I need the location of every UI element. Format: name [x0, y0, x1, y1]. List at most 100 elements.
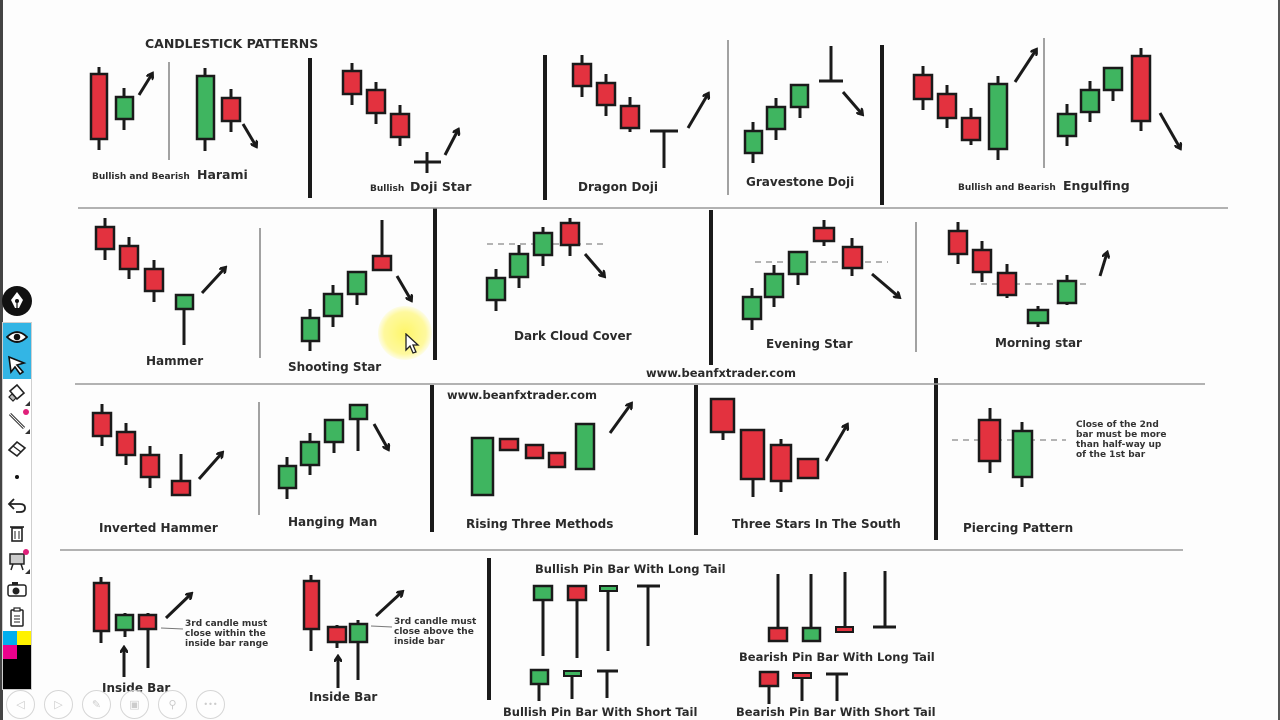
- pattern-shooting-star: Shooting Star: [288, 220, 411, 374]
- pattern-bullish-pin-long: Bullish Pin Bar With Long Tail: [532, 562, 726, 658]
- undo-icon: [7, 498, 26, 513]
- dark-cloud-cover-label: Dark Cloud Cover: [514, 329, 632, 343]
- whiteboard-button[interactable]: [3, 547, 31, 575]
- mouse-cursor-icon: [405, 333, 420, 354]
- gravestone-doji-label: Gravestone Doji: [746, 175, 854, 189]
- more-icon: •••: [203, 700, 218, 709]
- watermark-url-2: www.beanfxtrader.com: [447, 388, 597, 402]
- harami-prefix: Bullish and Bearish: [92, 172, 190, 182]
- submenu-indicator: [25, 429, 30, 434]
- eraser-tool-button[interactable]: [3, 435, 31, 463]
- inside-bar-1-note-line-3: inside bar range: [185, 639, 268, 649]
- hanging-man-label: Hanging Man: [288, 515, 377, 529]
- engulfing-label: Engulfing: [1063, 178, 1130, 193]
- doji-star-prefix: Bullish: [370, 184, 404, 194]
- see-all-slides-button[interactable]: ▣: [120, 690, 149, 719]
- pen-button[interactable]: ✎: [82, 690, 111, 719]
- watermark-url-1: www.beanfxtrader.com: [646, 366, 796, 380]
- arrow-pointer-icon: [8, 355, 27, 375]
- dot-icon: [15, 475, 19, 479]
- inside-bar-1-label: Inside Bar: [102, 681, 170, 695]
- inside-bar-2-note-line-1: 3rd candle must: [394, 617, 477, 627]
- eye-tool-button[interactable]: [3, 323, 31, 351]
- color-swatch-black[interactable]: [17, 645, 31, 659]
- pen-icon: ✎: [91, 698, 102, 711]
- presentation-nav-bar: ◁ ▷ ✎ ▣ ⚲ •••: [6, 690, 225, 719]
- slide-title: CANDLESTICK PATTERNS: [145, 36, 318, 51]
- pattern-doji-star: Bullish Doji Star: [341, 63, 472, 194]
- pattern-harami: Bullish and Bearish Harami: [89, 67, 256, 182]
- bullish-pin-long-label: Bullish Pin Bar With Long Tail: [535, 562, 726, 576]
- inside-bar-2-label: Inside Bar: [309, 690, 377, 704]
- pattern-bullish-pin-short: Bullish Pin Bar With Short Tail: [503, 668, 697, 719]
- pattern-dark-cloud-cover: Dark Cloud Cover: [485, 218, 632, 343]
- bearish-pin-long-label: Bearish Pin Bar With Long Tail: [739, 650, 935, 664]
- color-swatch-magenta[interactable]: [3, 645, 17, 659]
- pattern-inside-bar-1: 3rd candle must close within the inside …: [92, 577, 268, 695]
- dot-tool-button[interactable]: [3, 463, 31, 491]
- pattern-hammer: Hammer: [94, 218, 225, 368]
- annotation-toolbar: [2, 286, 32, 690]
- color-swatch-cyan[interactable]: [3, 631, 17, 645]
- pattern-evening-star: Evening Star: [741, 220, 899, 351]
- pattern-engulfing: Bullish and Bearish Engulfing: [912, 48, 1180, 193]
- pattern-morning-star: Morning star: [947, 222, 1107, 350]
- highlighter-tool-button[interactable]: [3, 379, 31, 407]
- submenu-indicator: [25, 401, 30, 406]
- three-stars-south-label: Three Stars In The South: [732, 517, 901, 531]
- pen-nib-logo-icon[interactable]: [2, 286, 32, 316]
- select-arrow-tool-button[interactable]: [3, 351, 31, 379]
- clipboard-button[interactable]: [3, 603, 31, 631]
- piercing-note-line-4: of the 1st bar: [1076, 450, 1146, 460]
- highlighter-icon: [8, 383, 26, 402]
- color-dot: [23, 409, 29, 415]
- eraser-icon: [7, 440, 27, 458]
- pattern-three-stars-south: Three Stars In The South: [709, 397, 901, 531]
- pattern-hanging-man: Hanging Man: [277, 403, 388, 529]
- inside-bar-2-note-line-2: close above the: [394, 627, 474, 637]
- color-swatch-yellow[interactable]: [17, 631, 31, 645]
- morning-star-label: Morning star: [995, 336, 1082, 350]
- harami-label: Harami: [197, 167, 248, 182]
- pattern-dragon-doji: Dragon Doji: [571, 55, 708, 194]
- zoom-icon: ⚲: [168, 698, 177, 711]
- piercing-note-line-2: bar must be more: [1076, 430, 1166, 440]
- inside-bar-1-note-line-2: close within the: [185, 629, 266, 639]
- slides-icon: ▣: [129, 698, 140, 711]
- row-separators: [60, 207, 1228, 551]
- undo-button[interactable]: [3, 491, 31, 519]
- line-tool-button[interactable]: [3, 407, 31, 435]
- piercing-note-line-3: than half-way up: [1076, 440, 1162, 450]
- pattern-gravestone-doji: Gravestone Doji: [743, 46, 862, 189]
- pattern-inverted-hammer: Inverted Hammer: [91, 404, 222, 535]
- hammer-label: Hammer: [146, 354, 203, 368]
- dragon-doji-label: Dragon Doji: [578, 180, 658, 194]
- pattern-bearish-pin-long: Bearish Pin Bar With Long Tail: [739, 571, 935, 664]
- window-right-border: [1278, 0, 1280, 720]
- camera-icon: [7, 582, 27, 597]
- pattern-rising-three-methods: Rising Three Methods: [466, 404, 631, 531]
- camera-button[interactable]: [3, 575, 31, 603]
- shooting-star-label: Shooting Star: [288, 360, 381, 374]
- line-pen-icon: [8, 412, 26, 430]
- clipboard-icon: [10, 607, 24, 627]
- trash-button[interactable]: [3, 519, 31, 547]
- divider-lines: [308, 45, 938, 700]
- previous-slide-button[interactable]: ◁: [6, 690, 35, 719]
- previous-icon: ◁: [16, 698, 25, 711]
- inverted-hammer-label: Inverted Hammer: [99, 521, 218, 535]
- pattern-piercing: Close of the 2nd bar must be more than h…: [952, 408, 1166, 535]
- doji-star-label: Doji Star: [410, 179, 472, 194]
- more-options-button[interactable]: •••: [196, 690, 225, 719]
- eye-icon: [6, 331, 28, 343]
- inside-bar-2-note-line-3: inside bar: [394, 637, 445, 647]
- zoom-button[interactable]: ⚲: [158, 690, 187, 719]
- current-color-black[interactable]: [3, 659, 31, 689]
- evening-star-label: Evening Star: [766, 337, 853, 351]
- window-left-border: [0, 0, 3, 720]
- next-slide-button[interactable]: ▷: [44, 690, 73, 719]
- color-palette: [3, 631, 31, 689]
- bearish-pin-short-label: Bearish Pin Bar With Short Tail: [736, 705, 936, 719]
- thin-dividers: [168, 38, 1045, 515]
